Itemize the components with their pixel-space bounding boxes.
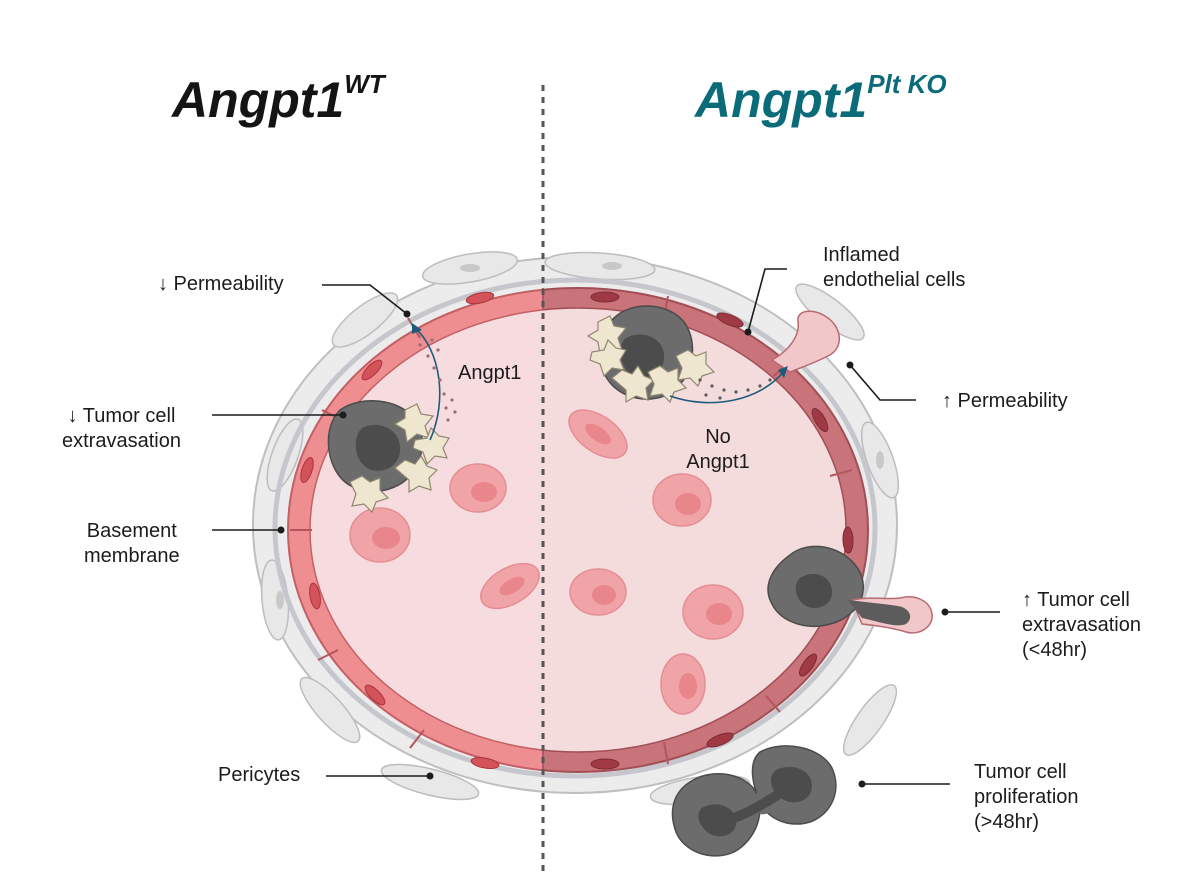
title-wt: Angpt1WT <box>172 69 385 128</box>
angpt1-dots <box>418 338 457 422</box>
no-angpt1-dots <box>698 378 772 400</box>
red-blood-cells <box>349 409 744 715</box>
basement-membrane <box>272 277 878 779</box>
label-permeability-down: ↓ Permeability <box>158 273 284 295</box>
platelets-ko <box>586 315 716 404</box>
label-tumor-proliferation: Tumor cell proliferation (>48hr) <box>974 761 1079 833</box>
no-angpt1-arrow <box>669 369 786 404</box>
platelets-wt <box>349 403 450 514</box>
label-permeability-up: ↑ Permeability <box>942 390 1068 412</box>
endothelial-nuclei <box>300 291 500 769</box>
endothelial-gap-bleb <box>770 310 840 373</box>
label-inflamed-endothelial: Inflamed endothelial cells <box>823 244 966 291</box>
leader-lines <box>212 268 1000 785</box>
tumor-cell-extravasating <box>767 545 933 634</box>
label-no-angpt1: No Angpt1 <box>686 426 750 473</box>
title-plt-ko: Angpt1Plt KO <box>695 69 947 128</box>
label-tumor-extravasation-up: ↑ Tumor cell extravasation (<48hr) <box>1022 589 1141 661</box>
tumor-cells-proliferating <box>671 745 837 857</box>
label-tumor-extravasation-down: ↓ Tumor cell extravasation <box>62 405 181 452</box>
label-angpt1: Angpt1 <box>458 362 522 384</box>
leader-dots <box>277 310 949 788</box>
angpt1-arrow <box>414 327 441 441</box>
label-basement-membrane: Basement membrane <box>84 520 180 567</box>
pericytes <box>260 251 900 806</box>
label-pericytes: Pericytes <box>218 764 301 786</box>
